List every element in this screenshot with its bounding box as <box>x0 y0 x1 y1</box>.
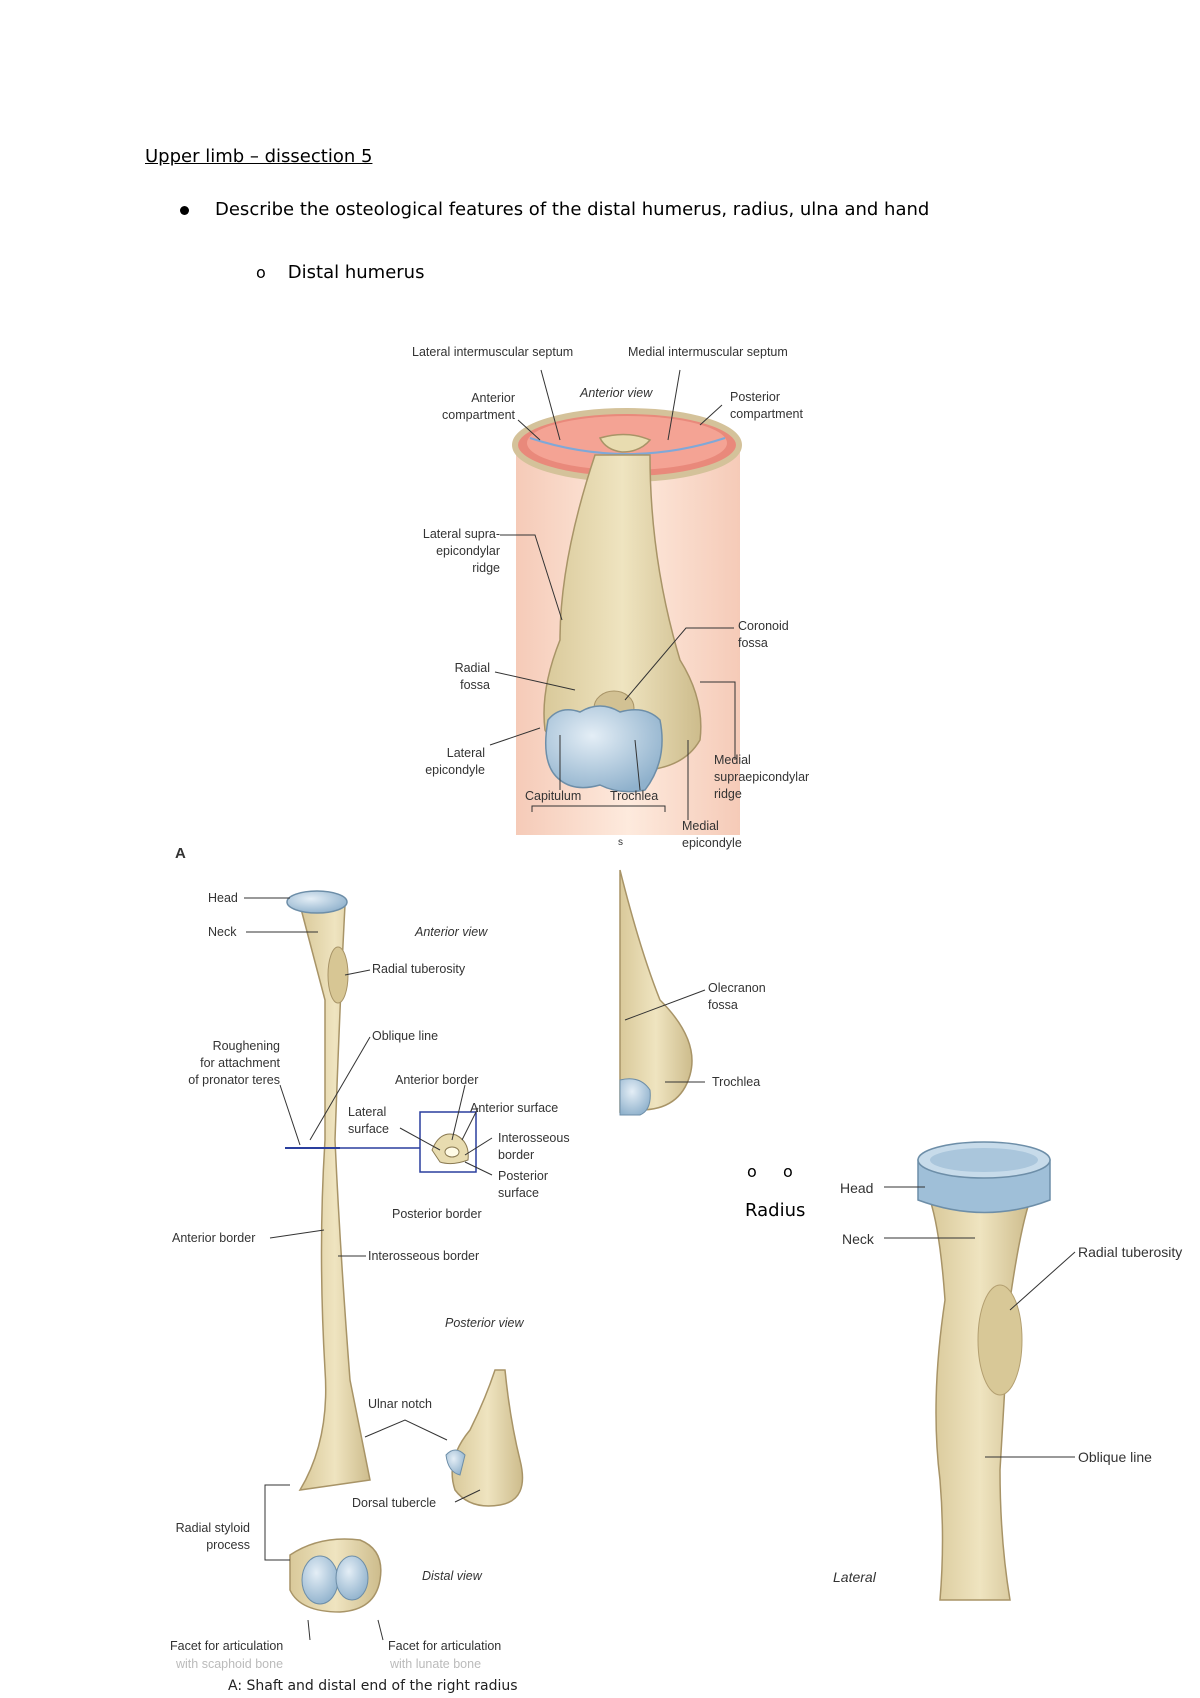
label-dorsal-tubercle: Dorsal tubercle <box>352 1496 437 1510</box>
label-facet-lunate: Facet for articulation <box>388 1639 502 1653</box>
label-posterior-border: Posterior border <box>392 1207 482 1221</box>
label-interosseous-border-cs: Interosseous border <box>498 1131 570 1162</box>
label-medial-septum: Medial intermuscular septum <box>628 345 788 359</box>
label-radial-styloid: Radial styloid process <box>175 1521 250 1552</box>
label-roughening: Roughening for attachment of pronator te… <box>188 1039 280 1087</box>
label-medial-ridge: Medial supraepicondylar ridge <box>714 753 810 801</box>
label-cut-letter: s <box>618 837 623 848</box>
sub-item-text: Distal humerus <box>287 262 425 283</box>
label-oblique-line: Oblique line <box>372 1029 439 1043</box>
label-lateral-neck: Neck <box>842 1231 874 1247</box>
label-lateral-septum: Lateral intermuscular septum <box>412 345 574 359</box>
posterior-humerus-figure <box>619 869 693 1116</box>
sub-item: o Distal humerus <box>256 262 424 283</box>
label-lateral-view: Lateral <box>833 1569 876 1585</box>
label-radius-anterior-view: Anterior view <box>415 925 488 939</box>
label-medial-epicondyle: Medial epicondyle <box>682 819 742 850</box>
label-anterior-compartment: Anterior compartment <box>442 391 515 422</box>
lateral-radius-figure <box>917 1141 1051 1601</box>
label-lateral-head: Head <box>840 1180 874 1196</box>
label-distal-view: Distal view <box>422 1569 482 1583</box>
radius-heading-text: Radius <box>745 1200 806 1221</box>
bullet-icon <box>180 205 189 215</box>
sub-marker: o <box>256 263 266 282</box>
label-anterior-border: Anterior border <box>172 1231 256 1245</box>
label-capitulum: Capitulum <box>525 789 582 803</box>
radius-marker-2: o <box>783 1162 793 1181</box>
label-facet-scaphoid-faint: with scaphoid bone <box>176 1657 284 1671</box>
label-facet-scaphoid: Facet for articulation <box>170 1639 284 1653</box>
label-lateral-surface: Lateral surface <box>348 1105 389 1136</box>
label-facet-lunate-faint: with lunate bone <box>390 1657 482 1671</box>
humerus-figure <box>512 408 742 835</box>
label-ulnar-notch: Ulnar notch <box>368 1397 432 1411</box>
label-lateral-oblique-line: Oblique line <box>1078 1449 1152 1465</box>
label-humerus-anterior-view: Anterior view <box>580 386 653 400</box>
label-olecranon-fossa: Olecranon fossa <box>708 981 766 1012</box>
radius-heading: o o Radius <box>745 1162 806 1221</box>
figure-caption: A: Shaft and distal end of the right rad… <box>228 1678 518 1694</box>
label-anterior-border-top: Anterior border <box>395 1073 479 1087</box>
label-radius-neck: Neck <box>208 925 237 939</box>
bullet-text: Describe the osteological features of th… <box>215 199 930 220</box>
label-coronoid-fossa: Coronoid fossa <box>738 619 789 650</box>
label-lateral-epicondyle: Lateral epicondyle <box>425 746 485 777</box>
document-title: Upper limb – dissection 5 <box>145 146 373 167</box>
label-lateral-ridge: Lateral supra- epicondylar ridge <box>422 527 500 575</box>
label-interosseous-border: Interosseous border <box>368 1249 480 1263</box>
label-anterior-surface: Anterior surface <box>470 1101 559 1115</box>
label-radial-fossa: Radial fossa <box>454 661 490 692</box>
label-posterior-view: Posterior view <box>445 1316 524 1330</box>
radius-marker-1: o <box>747 1162 757 1181</box>
radius-figure <box>285 890 524 1613</box>
bullet-item: Describe the osteological features of th… <box>180 199 929 220</box>
leader-lines <box>244 369 1076 1641</box>
label-lateral-radial-tuberosity: Radial tuberosity <box>1078 1244 1183 1260</box>
label-radius-head: Head <box>208 891 238 905</box>
label-trochlea-posterior: Trochlea <box>712 1075 761 1089</box>
label-posterior-surface: Posterior surface <box>498 1169 549 1200</box>
panel-letter: A <box>175 845 186 862</box>
label-radial-tuberosity: Radial tuberosity <box>372 962 466 976</box>
label-trochlea: Trochlea <box>610 789 659 803</box>
label-posterior-compartment: Posterior compartment <box>730 390 803 421</box>
